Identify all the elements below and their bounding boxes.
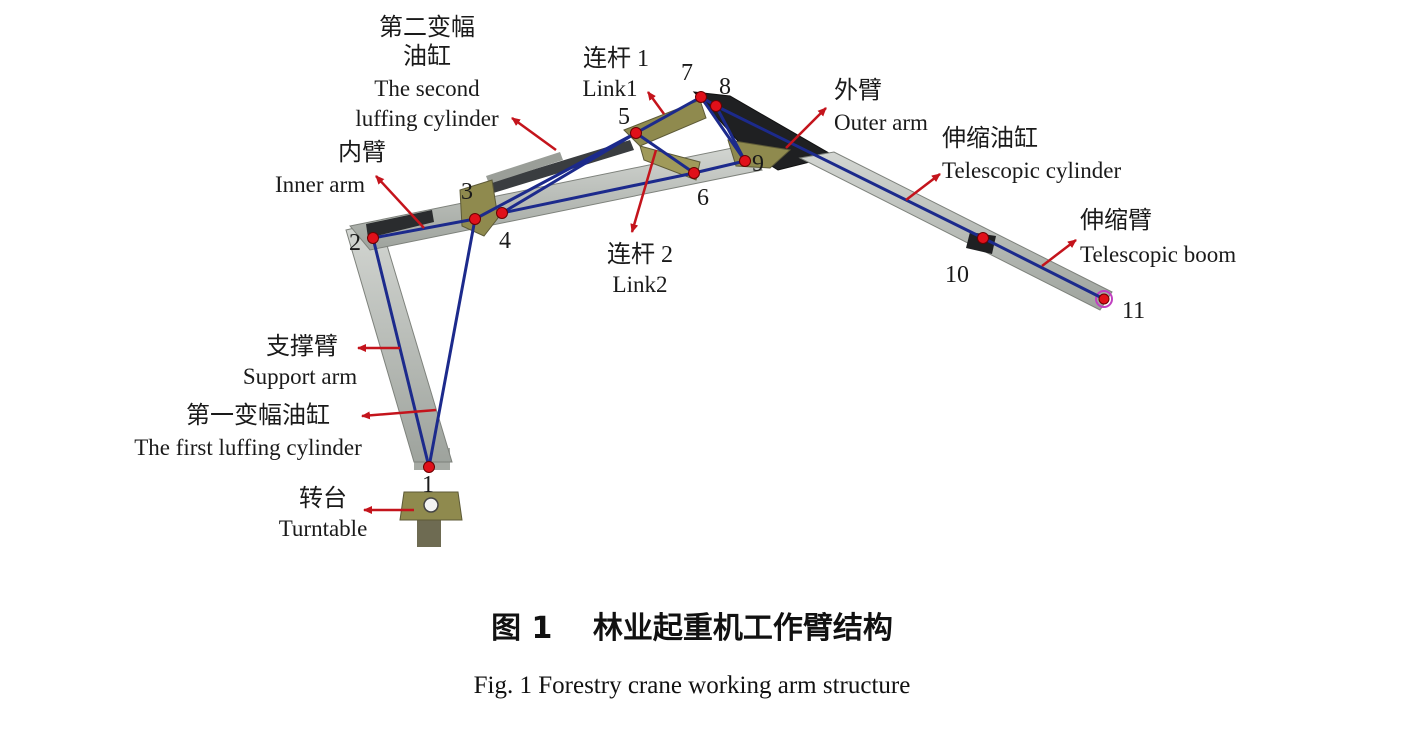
joints — [367, 91, 1110, 473]
point-numbers: 1 2 3 4 5 6 7 8 9 10 11 — [349, 60, 1145, 498]
inner-arm-cylinder — [366, 210, 434, 238]
turntable-pivot — [423, 497, 439, 513]
arrow-telescopic-cylinder — [905, 173, 941, 201]
label-turntable-en: Turntable — [279, 516, 368, 541]
label-link2-zh: 连杆 2 — [607, 241, 673, 268]
label-first-cylinder-zh: 第一变幅油缸 — [186, 402, 330, 429]
joint-4 — [496, 207, 508, 219]
arrow-telescopic-boom — [1041, 239, 1077, 267]
point-label-9: 9 — [752, 151, 764, 177]
label-support-arm-en: Support arm — [243, 364, 357, 389]
arrow-link1 — [646, 91, 666, 115]
label-telescopic-cylinder-zh: 伸缩油缸 — [942, 125, 1038, 152]
caption-en: Fig. 1 Forestry crane working arm struct… — [474, 672, 911, 699]
joint-11 — [1098, 293, 1110, 305]
joint-1 — [423, 461, 435, 473]
link-8-10 — [714, 104, 985, 240]
joint-10 — [977, 232, 989, 244]
link-2-4 — [371, 217, 477, 240]
link-10-11 — [981, 236, 1106, 301]
arrow-first-luffing-cylinder — [361, 408, 437, 420]
point-label-2: 2 — [349, 230, 361, 256]
point-label-6: 6 — [697, 185, 709, 211]
label-link2-en: Link2 — [613, 272, 668, 297]
link-1-4 — [427, 217, 477, 469]
point-label-5: 5 — [618, 104, 630, 130]
link-2-1 — [371, 236, 431, 469]
point-label-3: 3 — [461, 179, 473, 205]
label-link1-zh: 连杆 1 — [583, 45, 649, 72]
label-second-cylinder-en-1: The second — [374, 76, 480, 101]
point-label-4: 4 — [499, 228, 511, 254]
outer-arm-boom — [798, 151, 1113, 311]
label-inner-arm-en: Inner arm — [275, 172, 365, 197]
link-4-5 — [500, 131, 638, 215]
joint-8 — [710, 100, 722, 112]
joint-5 — [630, 127, 642, 139]
joint-2 — [367, 232, 379, 244]
callout-arrows — [357, 91, 1077, 514]
caption-zh: 图 1 林业起重机工作臂结构 — [491, 611, 893, 646]
arrow-second-luffing-cylinder — [511, 116, 557, 152]
label-link1-en: Link1 — [583, 76, 638, 101]
link-5-7 — [634, 95, 703, 135]
label-turntable-zh: 转台 — [299, 485, 347, 512]
joint-7 — [695, 91, 707, 103]
label-support-arm-zh: 支撑臂 — [266, 333, 338, 360]
joint-6 — [688, 167, 700, 179]
label-telescopic-cylinder-en: Telescopic cylinder — [942, 158, 1121, 183]
figure-caption: 图 1 林业起重机工作臂结构 Fig. 1 Forestry crane wor… — [474, 611, 911, 699]
point-label-10: 10 — [945, 262, 969, 288]
arrow-inner-arm — [375, 175, 425, 229]
label-outer-arm-en: Outer arm — [834, 110, 928, 135]
second-luffing-cylinder-rod — [486, 152, 563, 184]
label-inner-arm-zh: 内臂 — [338, 139, 386, 166]
linkage-lines — [371, 95, 1106, 469]
label-second-cylinder-zh-2: 油缸 — [403, 43, 451, 70]
link-7-9 — [699, 95, 747, 163]
point-label-1: 1 — [422, 472, 434, 498]
label-outer-arm-zh: 外臂 — [834, 77, 882, 104]
point-label-11: 11 — [1122, 298, 1145, 324]
link1-plate — [623, 99, 707, 147]
link-5-6 — [634, 131, 696, 175]
joint-3 — [469, 213, 481, 225]
point-label-7: 7 — [681, 60, 693, 86]
link-4-6 — [500, 171, 696, 215]
label-first-cylinder-en: The first luffing cylinder — [134, 435, 362, 460]
label-telescopic-boom-en: Telescopic boom — [1080, 242, 1236, 267]
arrow-outer-arm — [785, 107, 827, 149]
boom-tip — [1095, 290, 1113, 308]
arrow-link2 — [630, 149, 658, 233]
point-label-8: 8 — [719, 74, 731, 100]
label-second-cylinder-zh-1: 第二变幅 — [379, 14, 475, 41]
label-second-cylinder-en-2: luffing cylinder — [355, 106, 499, 131]
label-telescopic-boom-zh: 伸缩臂 — [1080, 207, 1152, 234]
link-6-9 — [692, 159, 747, 175]
joint-9 — [739, 155, 751, 167]
component-labels: 第二变幅 油缸 The second luffing cylinder 连杆 1… — [134, 14, 1236, 541]
